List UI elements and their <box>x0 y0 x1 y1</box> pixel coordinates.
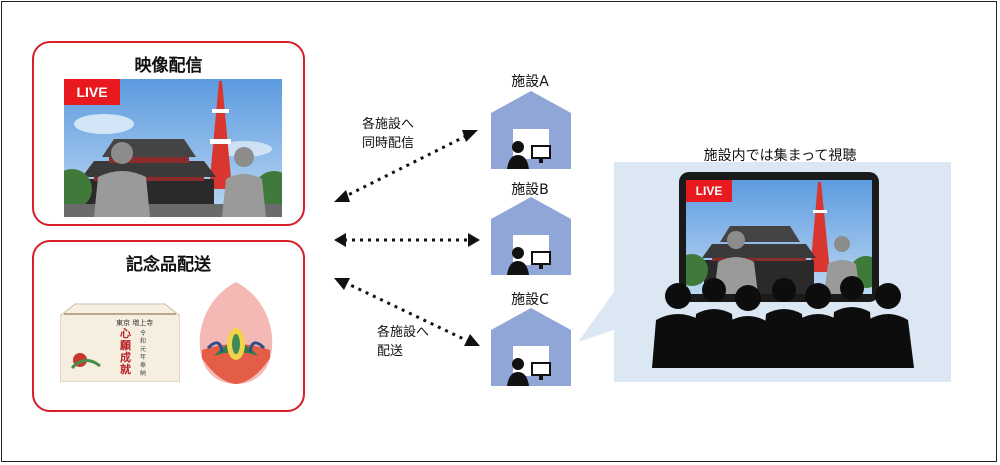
audience-silhouettes <box>652 276 914 368</box>
streaming-panel: 映像配信 <box>32 41 305 226</box>
facility-a-label: 施設A <box>511 74 549 90</box>
simulcast-label-line2: 同時配信 <box>362 136 415 151</box>
live-badge: LIVE <box>64 79 120 105</box>
gift-title: 記念品配送 <box>126 255 211 275</box>
ema-plaque: 東京 増上寺 心願成就 令和元年 奉納 <box>60 294 180 382</box>
viewing-live-badge: LIVE <box>686 180 732 202</box>
streaming-photo: LIVE <box>64 79 282 217</box>
facility-b-house <box>491 197 571 275</box>
streaming-title: 映像配信 <box>134 56 203 76</box>
facility-a-house <box>491 91 571 169</box>
callout-pointer <box>578 292 614 342</box>
ema-side-text: 令和元年 奉納 <box>140 330 147 377</box>
distribution-arrows <box>334 130 480 346</box>
gift-panel: 記念品配送 東京 増上寺 心願成就 令和元年 奉納 <box>32 240 305 412</box>
delivery-label-line1: 各施設へ <box>377 325 430 340</box>
facility-c-label: 施設C <box>511 292 549 308</box>
viewing-caption: 施設内では集まって視聴 <box>703 148 857 164</box>
viewing-panel: LIVE <box>614 162 951 382</box>
ema-top-text: 東京 増上寺 <box>116 319 154 327</box>
facility-b-label: 施設B <box>511 182 549 198</box>
facility-c-house <box>491 308 571 386</box>
viewing-monitor-screen: LIVE <box>686 180 872 294</box>
peach-ornament <box>196 278 276 386</box>
delivery-label-line2: 配送 <box>377 344 404 359</box>
simulcast-label-line1: 各施設へ <box>362 117 415 132</box>
ema-main-text: 心願成就 <box>120 327 131 376</box>
